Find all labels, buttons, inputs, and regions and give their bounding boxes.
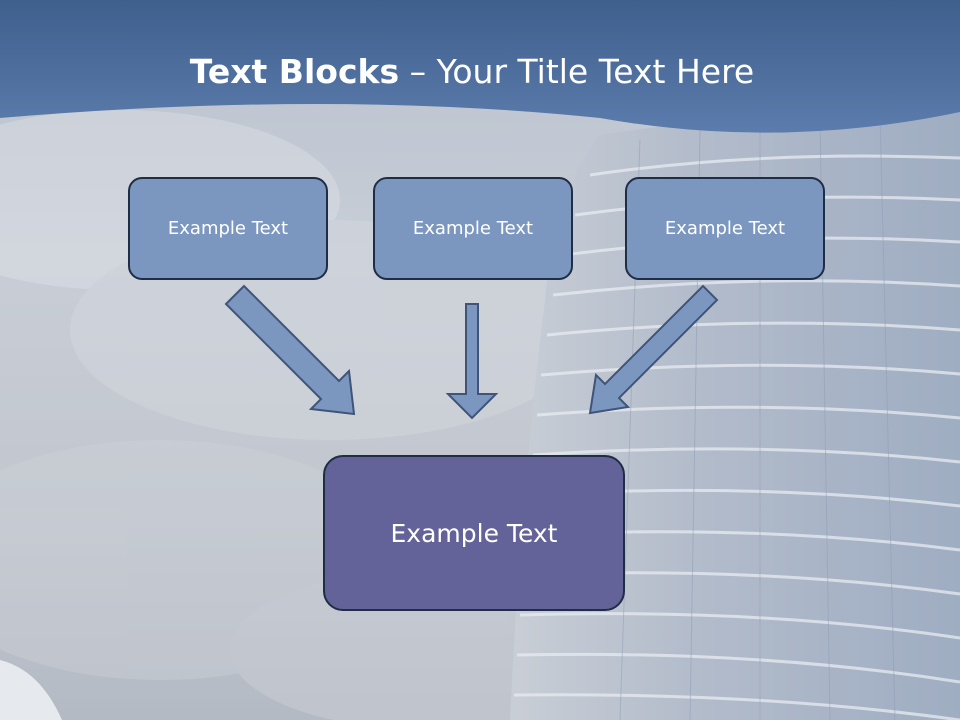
arrow-left-icon xyxy=(224,284,356,416)
corner-structure xyxy=(0,660,62,720)
text-block-2-label: Example Text xyxy=(412,218,534,239)
text-block-1-label: Example Text xyxy=(167,218,289,239)
header-band xyxy=(0,0,960,133)
arrow-down-icon xyxy=(445,303,499,420)
title-text: Your Title Text Here xyxy=(436,52,755,91)
arrow-right-icon xyxy=(588,284,719,415)
main-text-block[interactable]: Example Text xyxy=(323,455,625,611)
main-text-block-label: Example Text xyxy=(390,518,558,548)
text-block-3[interactable]: Example Text xyxy=(625,177,825,280)
text-block-2[interactable]: Example Text xyxy=(373,177,573,280)
slide-title: Text Blocks – Your Title Text Here xyxy=(0,52,944,91)
text-block-1[interactable]: Example Text xyxy=(128,177,328,280)
title-bold: Text Blocks xyxy=(189,52,400,91)
text-block-3-label: Example Text xyxy=(664,218,786,239)
title-separator: – xyxy=(399,52,437,91)
